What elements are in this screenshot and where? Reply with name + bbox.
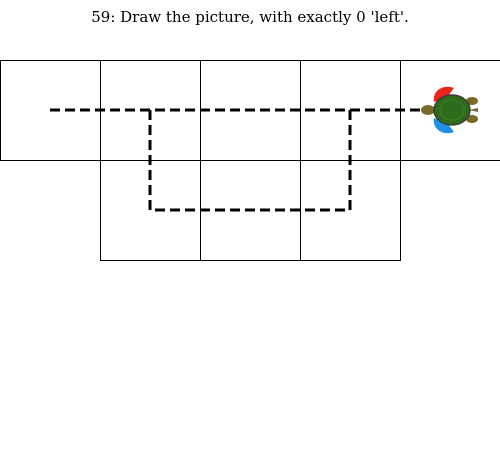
path-segment	[148, 110, 352, 212]
target-path	[50, 108, 430, 212]
turtle-flipper-top-icon	[433, 86, 454, 102]
turtle-leg-icon	[466, 97, 478, 105]
turtle-icon	[421, 86, 478, 134]
turtle-head-icon	[421, 105, 435, 115]
turtle-tail-icon	[469, 108, 478, 112]
turtle-shell-pattern-icon	[439, 99, 465, 121]
turtle-leg-icon	[466, 115, 478, 123]
grid	[0, 60, 500, 261]
puzzle-title: 59: Draw the picture, with exactly 0 'le…	[91, 8, 409, 26]
turtle-shell-icon	[433, 94, 471, 126]
turtle-flipper-bottom-icon	[433, 118, 454, 134]
